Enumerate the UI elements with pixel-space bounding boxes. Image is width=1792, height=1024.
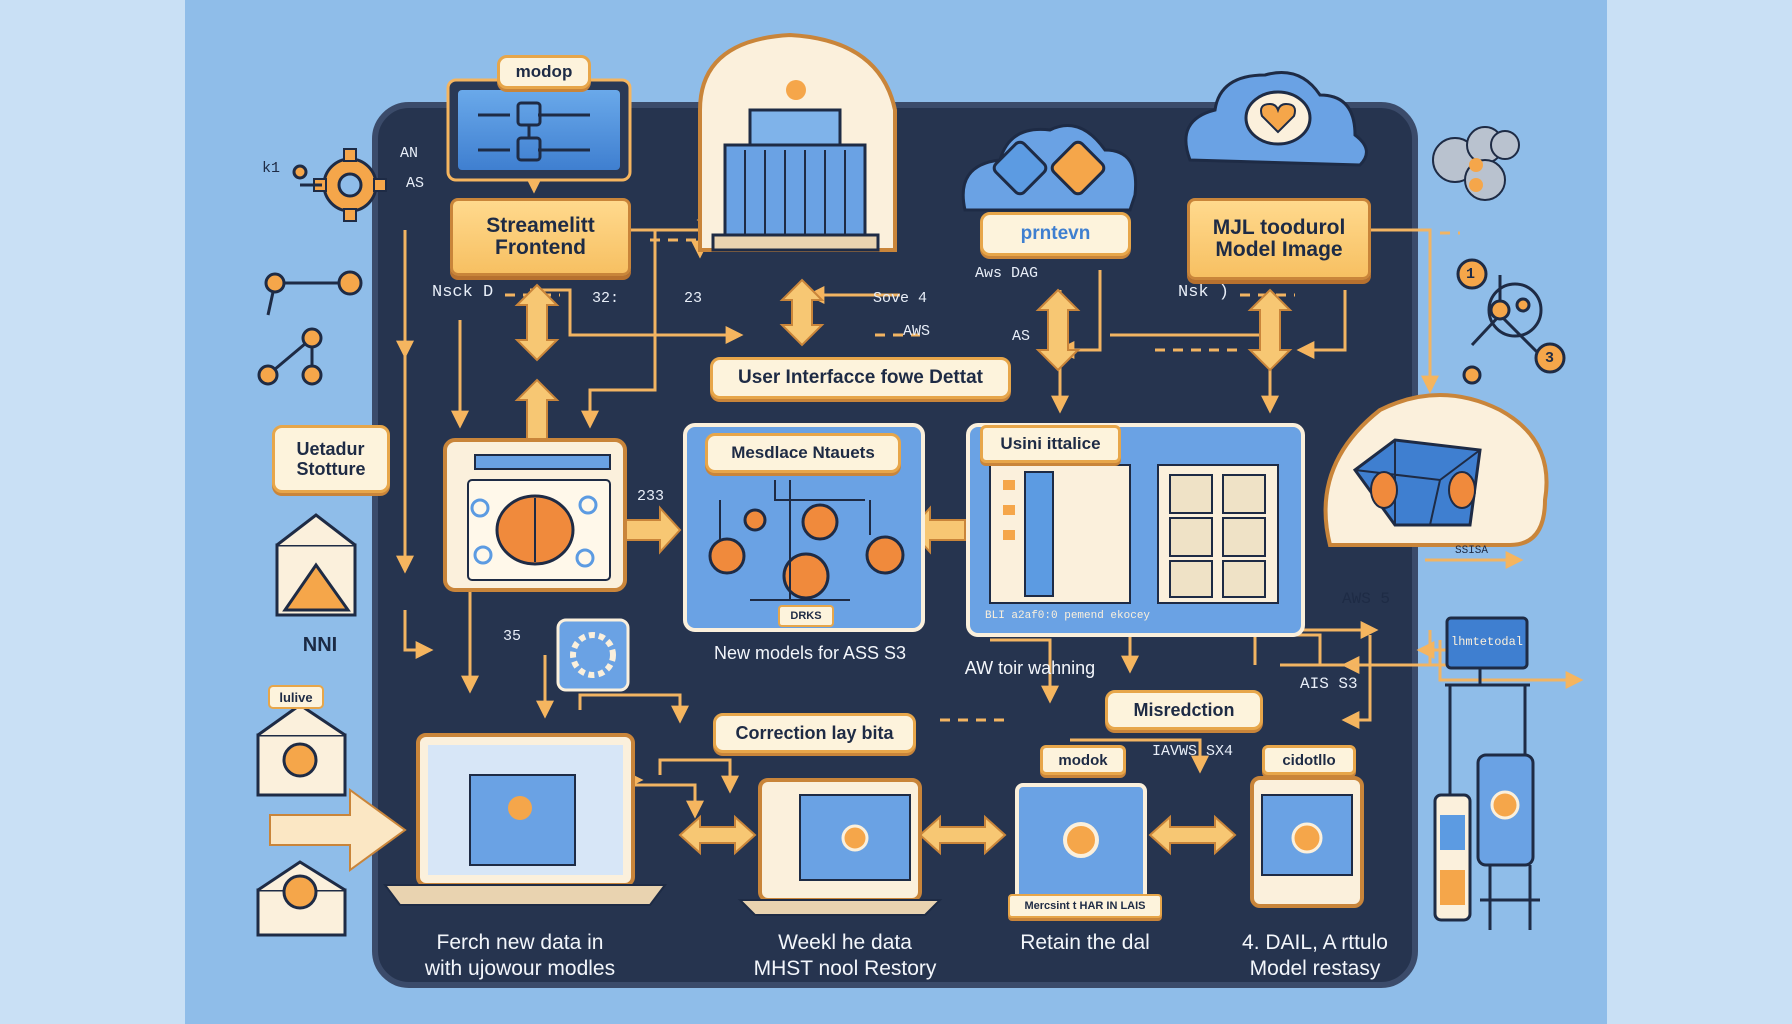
as-label-2: AS [1012, 328, 1031, 345]
usini-window [966, 423, 1305, 637]
double-arrow-1 [514, 283, 560, 362]
modop-panel [446, 78, 632, 182]
prntevn-label: prntevn [980, 212, 1131, 256]
brain-window [443, 438, 627, 592]
double-arrow-4 [1035, 288, 1081, 372]
caption-aw-warning: AW toir wahning [964, 658, 1096, 678]
node-number-1: 1 [1466, 266, 1476, 283]
caption-new-models: New models for ASS S3 [713, 643, 907, 663]
nni-label: NNI [302, 633, 338, 656]
arrow-right-1 [624, 505, 682, 555]
an-label: AN [400, 145, 419, 162]
arrow-lr-bottom-2 [918, 814, 1007, 856]
mesdlace-label: Mesdlace Ntauets [705, 433, 901, 473]
bank-building-illustration [698, 32, 897, 252]
envelope-icons [256, 513, 357, 937]
user-interface-label: User Interfacce fowe Dettat [710, 357, 1011, 399]
misredction-tag: Misredction [1105, 690, 1263, 730]
aws-label: AWS [903, 323, 931, 340]
laptop-fetch [383, 733, 667, 906]
caption-retain: Retain the dal [1020, 931, 1150, 954]
ais-s3-label: AIS S3 [1300, 675, 1358, 693]
drks-tag: DRKS [778, 605, 834, 627]
bli-small-text: BLI a2af0:0 pemend ekocey [985, 610, 1151, 622]
double-arrow-5 [1247, 288, 1293, 372]
double-arrow-3 [779, 278, 825, 347]
nsk-label: Nsk ) [1178, 283, 1230, 302]
save-4-label: Sove 4 [873, 290, 928, 307]
mstetodal-label: lhmtetodal [1451, 635, 1524, 649]
prntevn-cloud [961, 124, 1138, 212]
modok-tag: modok [1040, 745, 1126, 775]
mjl-model-image-box[interactable]: MJL toodurol Model Image [1187, 198, 1371, 280]
caption-weekl: Weekl he data MHST nool Restory [753, 931, 937, 980]
heart-cloud [1184, 71, 1368, 167]
workstation-illustration [1433, 616, 1540, 930]
caption-dail: 4. DAIL, A rttulo Model restasy [1242, 931, 1388, 980]
arrow-lr-bottom-1 [678, 814, 757, 856]
smoke-cloud-icon [1432, 126, 1520, 201]
nsck-d-label: Nsck D [432, 283, 494, 302]
streamlit-frontend-box[interactable]: Streamelitt Frontend [450, 198, 631, 276]
caption-fetch: Ferch new data in with ujowour modles [424, 931, 616, 980]
retain-frame [1015, 783, 1147, 907]
iavws-label: IAVWS SX4 [1152, 743, 1234, 760]
k1-label: k1 [262, 160, 281, 177]
laptop-weekl [737, 778, 943, 916]
usini-italice-label: Usini ittalice [980, 425, 1121, 463]
num-233: 233 [637, 488, 665, 505]
big-arrow-left [269, 788, 407, 872]
num-35: 35 [503, 628, 522, 645]
num-32: 32: [592, 290, 620, 307]
mesdlace-window [683, 423, 925, 632]
as-label: AS [406, 175, 425, 192]
lulive-label: lulive [268, 685, 324, 709]
tablet-frame [1250, 776, 1364, 908]
settings-tile [556, 618, 630, 692]
ssia-label: SSISA [1455, 545, 1489, 557]
left-node-network [266, 183, 350, 377]
aws-5-label: AWS 5 [1342, 590, 1391, 608]
box-cloud [1323, 393, 1549, 547]
correction-tag: Correction lay bita [713, 713, 916, 753]
num-23: 23 [684, 290, 703, 307]
gear-illustration [313, 148, 387, 222]
cidotllo-tag: cidotllo [1262, 745, 1356, 775]
modop-label: modop [497, 55, 591, 89]
metadata-structure-label: Uetadur Stotture [272, 425, 390, 493]
aws-dag-label: Aws DAG [975, 265, 1039, 282]
arrow-lr-bottom-3 [1148, 814, 1237, 856]
mercsint-tag: Mercsint t HAR IN LAIS [1008, 894, 1162, 918]
node-number-3: 3 [1545, 350, 1555, 367]
